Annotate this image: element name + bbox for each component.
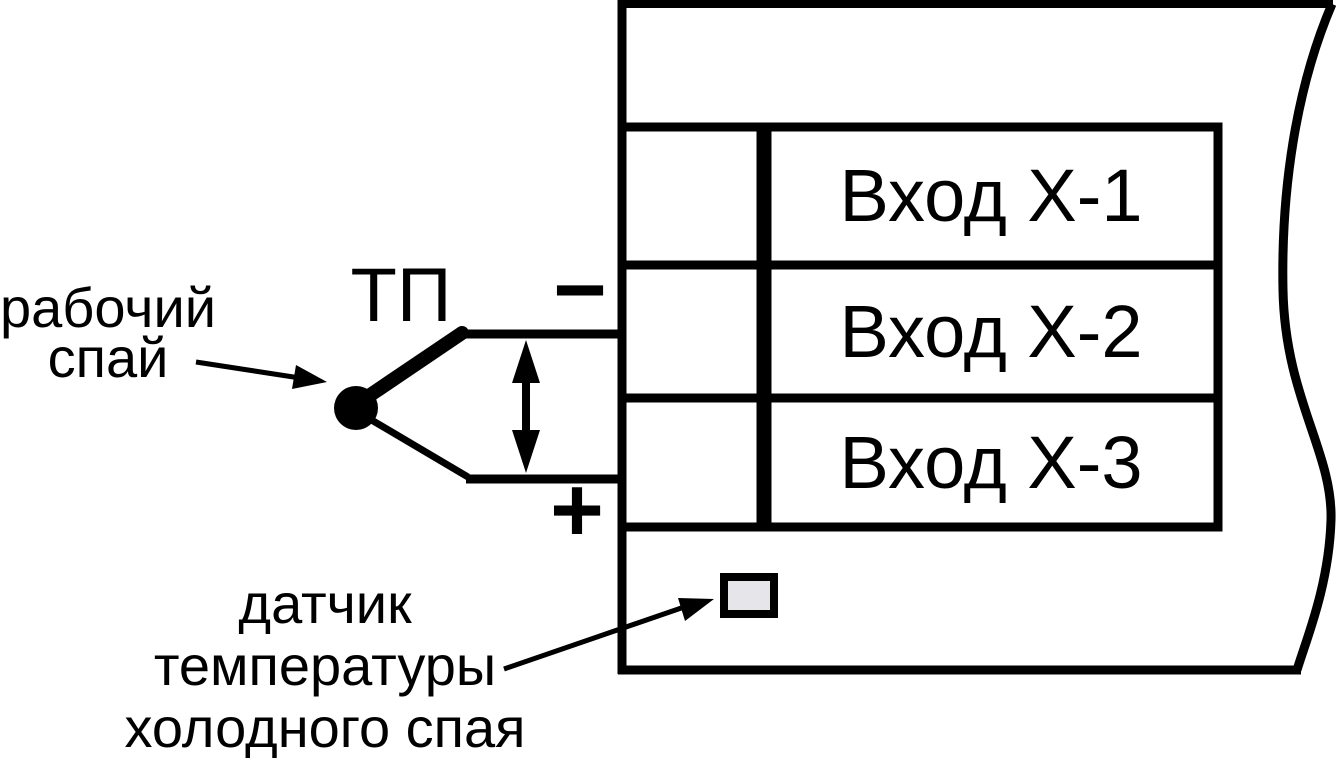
working-junction-callout: рабочий спай (0, 276, 216, 389)
input-x3-label: Вход Х-3 (839, 420, 1143, 504)
cold-junction-sensor (720, 573, 778, 618)
wire-spread-arrowhead-up (512, 340, 540, 383)
minus-sign: − (553, 239, 607, 341)
input-x2-label: Вход Х-2 (839, 289, 1143, 373)
cold-junction-arrowhead (678, 598, 714, 621)
cold-junction-callout: датчик температуры холодного спая (124, 572, 526, 759)
input-x1-label: Вход Х-1 (839, 154, 1143, 237)
terminal-block-outline (617, 122, 1223, 532)
thermocouple-electrode-thin (356, 408, 470, 481)
plus-sign: + (550, 459, 604, 561)
device-torn-right-edge (1278, 2, 1337, 672)
working-junction-arrowhead (292, 365, 327, 389)
cold-junction-arrow-line (503, 602, 691, 672)
working-junction-arrow-line (195, 359, 301, 381)
wire-spread-arrowhead-down (512, 430, 540, 473)
thermocouple-label: ТП (350, 253, 452, 338)
working-junction-dot (334, 386, 378, 430)
